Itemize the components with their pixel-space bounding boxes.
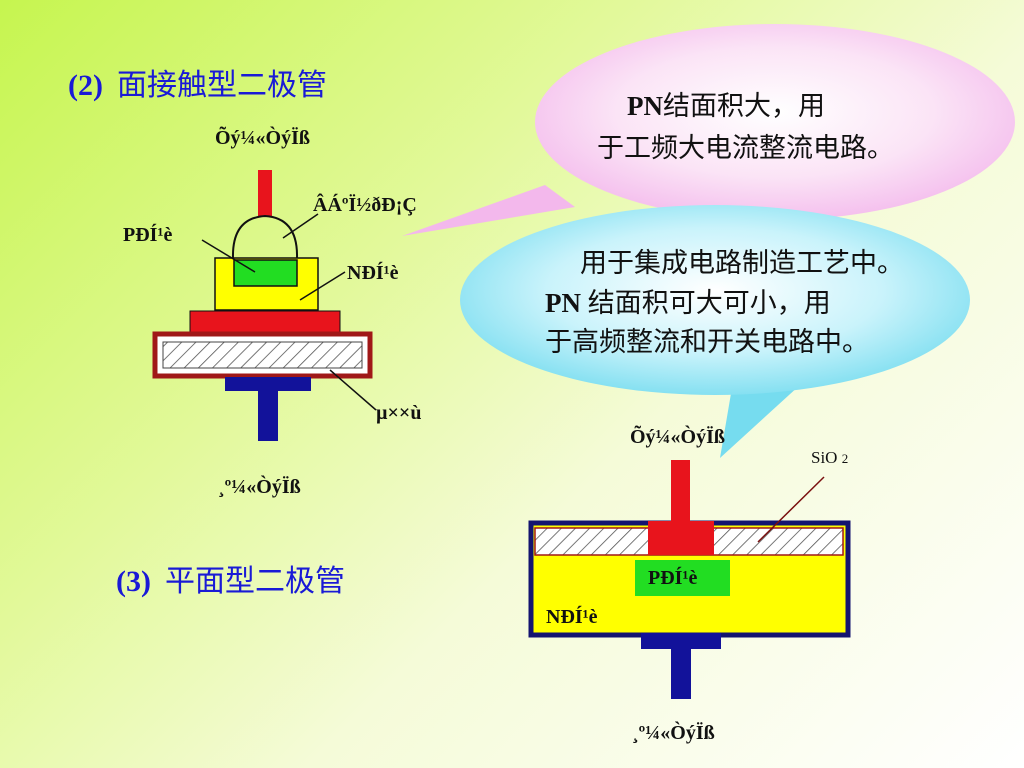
heading-text: 平面型二极管: [164, 565, 345, 598]
bubble-middle-line2: PN 结面积可大可小，用: [545, 285, 831, 321]
bubble-top-line1-rest: 结面积大，用: [663, 91, 825, 121]
pn-lead: PN: [545, 288, 581, 318]
planar-cathode-lead: [671, 649, 691, 699]
pn-lead: PN: [627, 91, 663, 121]
planar-anode-lead: [671, 460, 690, 524]
right-p-label: PÐÍ¹è: [648, 567, 698, 589]
speech-bubble-middle: [460, 205, 970, 458]
planar-diode-diagram: [528, 460, 851, 699]
bubble-middle-line3: 于高频整流和开关电路中。: [545, 327, 869, 357]
left-contact-label: ÂÁºÏ½ðÐ¡Ç: [313, 194, 417, 216]
planar-p-region: [635, 560, 730, 596]
left-base-label: µ××ù: [376, 402, 422, 424]
right-sio2-label: SiO 2: [811, 448, 848, 468]
base-hatch: [162, 341, 363, 369]
planar-cathode-plate: [641, 633, 721, 649]
left-n-label: NÐÍ¹è: [347, 262, 399, 284]
heading-number: (2): [68, 69, 103, 102]
left-anode-label: Õý¼«ÒýÏß: [215, 127, 311, 149]
right-anode-label: Õý¼«ÒýÏß: [630, 426, 726, 448]
heading-planar-diode: (3) 平面型二极管: [116, 556, 345, 600]
planar-anode-contact: [648, 521, 714, 555]
sio2-subscript: 2: [841, 451, 849, 466]
left-cathode-label: ¸º¼«ÒýÏß: [218, 476, 301, 498]
contact-wire: [231, 214, 299, 259]
heading-number: (3): [116, 565, 151, 598]
left-p-label: PÐÍ¹è: [123, 224, 173, 246]
heading-text: 面接触型二极管: [116, 69, 327, 102]
bubble-top-line1: PN结面积大，用: [627, 88, 825, 124]
sio2-text: SiO: [811, 448, 838, 467]
anode-lead: [258, 170, 272, 216]
p-type-region: [233, 259, 298, 287]
speech-bubble-top: [402, 24, 1015, 236]
right-cathode-label: ¸º¼«ÒýÏß: [632, 722, 715, 744]
junction-diode-diagram: [152, 170, 377, 441]
cathode-plate: [225, 377, 311, 391]
electrode-plate: [189, 310, 341, 334]
bubble-top-line2: 于工频大电流整流电路。: [597, 133, 894, 163]
bubble-middle-line1: 用于集成电路制造工艺中。: [580, 248, 904, 278]
cathode-lead: [258, 391, 278, 441]
right-n-label: NÐÍ¹è: [546, 606, 598, 628]
heading-junction-diode: (2) 面接触型二极管: [68, 60, 327, 104]
bubble-middle-line2-rest: 结面积可大可小，用: [581, 288, 831, 318]
